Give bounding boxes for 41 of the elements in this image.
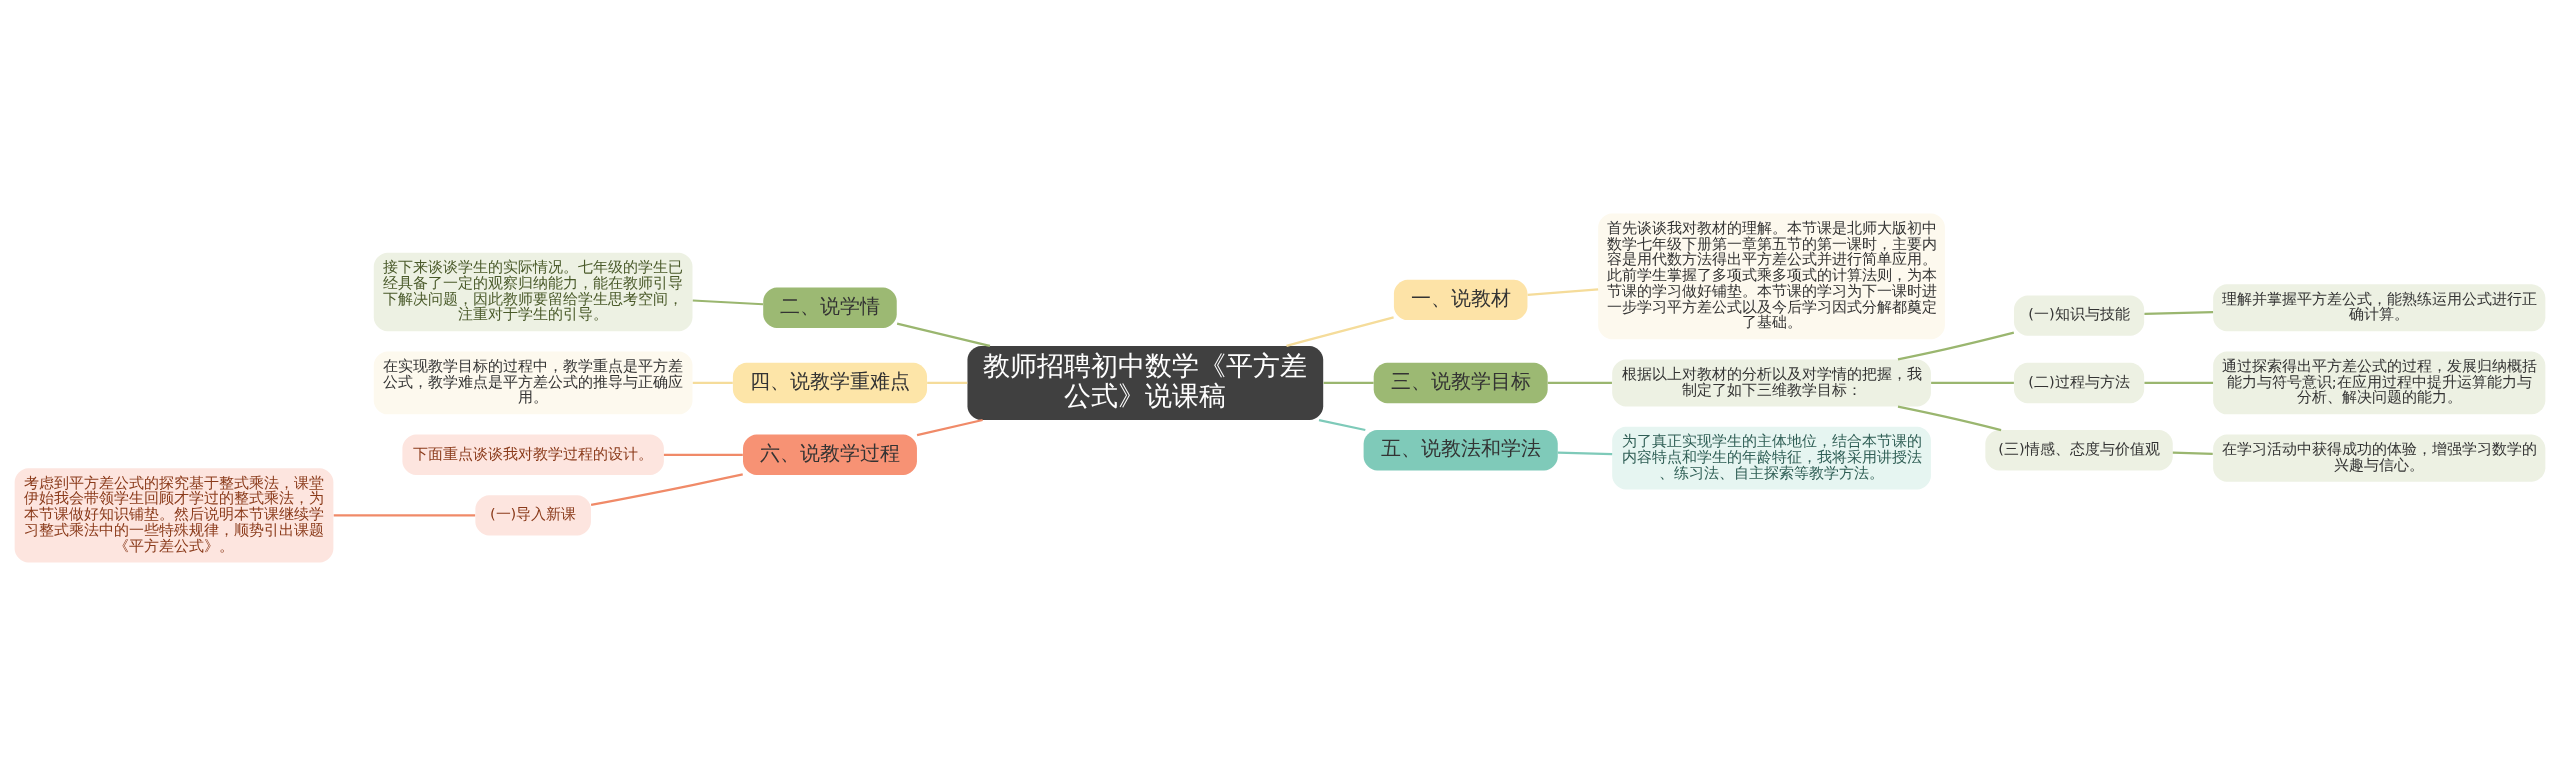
connector — [590, 473, 743, 507]
connector — [2144, 381, 2214, 385]
node-box: 在学习活动中获得成功的体验，增强学习数学的兴趣与信心。 — [2213, 434, 2546, 482]
connector — [663, 453, 743, 456]
node-box: (三)情感、态度与价值观 — [1985, 430, 2173, 471]
connector — [1547, 381, 1612, 385]
node-box: (二)过程与方法 — [2013, 362, 2145, 404]
connector — [692, 381, 733, 385]
node-box: 一、说教材 — [1393, 279, 1528, 321]
connector — [927, 381, 968, 385]
node-box: 二、说学情 — [763, 287, 897, 328]
connector — [1931, 381, 2014, 385]
connector — [2144, 311, 2214, 316]
node-box: (一)导入新课 — [475, 495, 591, 536]
node-box: 理解并掌握平方差公式，能熟练运用公式进行正确计算。 — [2213, 284, 2546, 332]
node-box: 首先谈谈我对教材的理解。本节课是北师大版初中数学七年级下册第一章第五节的第一课时，主要内容是用代数方法得出平方差公式并进行简单应用。此前学生掌握了多项式乘多项式的计算法则，为本节课的学习做好铺垫。本节课的学习为下一课时进一步学习平方差公式以及今后学习因式分解都奠定了基础。 — [1598, 213, 1945, 340]
node-box: 下面重点谈谈我对教学过程的设计。 — [402, 434, 664, 475]
node-box: 为了真正实现学生的主体地位，结合本节课的内容特点和学生的年龄特征，我将采用讲授法、练习法、自主探索等教学方法。 — [1612, 426, 1931, 490]
node-box: 在实现教学目标的过程中，教学重点是平方差公式，教学难点是平方差公式的推导与正确应用。 — [373, 351, 693, 415]
connector — [1318, 418, 1366, 432]
connector — [1557, 451, 1613, 456]
node-box: 五、说教法和学法 — [1363, 430, 1558, 471]
node-box: 四、说教学重难点 — [732, 362, 928, 404]
connector — [1286, 316, 1394, 347]
connector — [896, 322, 991, 347]
node-box: 考虑到平方差公式的探究基于整式乘法，课堂伊始我会带领学生回顾才学过的整式乘法，为本节课做好知识铺垫。然后说明本节课继续学习整式乘法中的一些特殊规律，顺势引出课题《平方差公式》。 — [14, 468, 334, 563]
node-box: 教师招聘初中数学《平方差公式》说课稿 — [967, 345, 1324, 420]
node-box: (一)知识与技能 — [2013, 295, 2145, 336]
connector — [1897, 331, 2015, 361]
connector — [333, 514, 476, 517]
connector — [1897, 405, 2002, 432]
node-box: 根据以上对教材的分析以及对学情的把握，我制定了如下三维教学目标： — [1612, 359, 1931, 407]
node-box: 六、说教学过程 — [743, 434, 917, 475]
connector — [916, 418, 983, 437]
node-box: 三、说教学目标 — [1373, 362, 1548, 404]
connector — [692, 299, 764, 306]
connector — [2172, 451, 2213, 455]
node-box: 通过探索得出平方差公式的过程，发展归纳概括能力与符号意识;在应用过程中提升运算能力与分析、解决问题的能力。 — [2213, 351, 2546, 415]
connector — [1323, 381, 1374, 385]
node-box: 接下来谈谈学生的实际情况。七年级的学生已经具备了一定的观察归纳能力，能在教师引导下解决问题，因此教师要留给学生思考空间，注重对于学生的引导。 — [373, 252, 693, 332]
connector — [1527, 288, 1599, 296]
